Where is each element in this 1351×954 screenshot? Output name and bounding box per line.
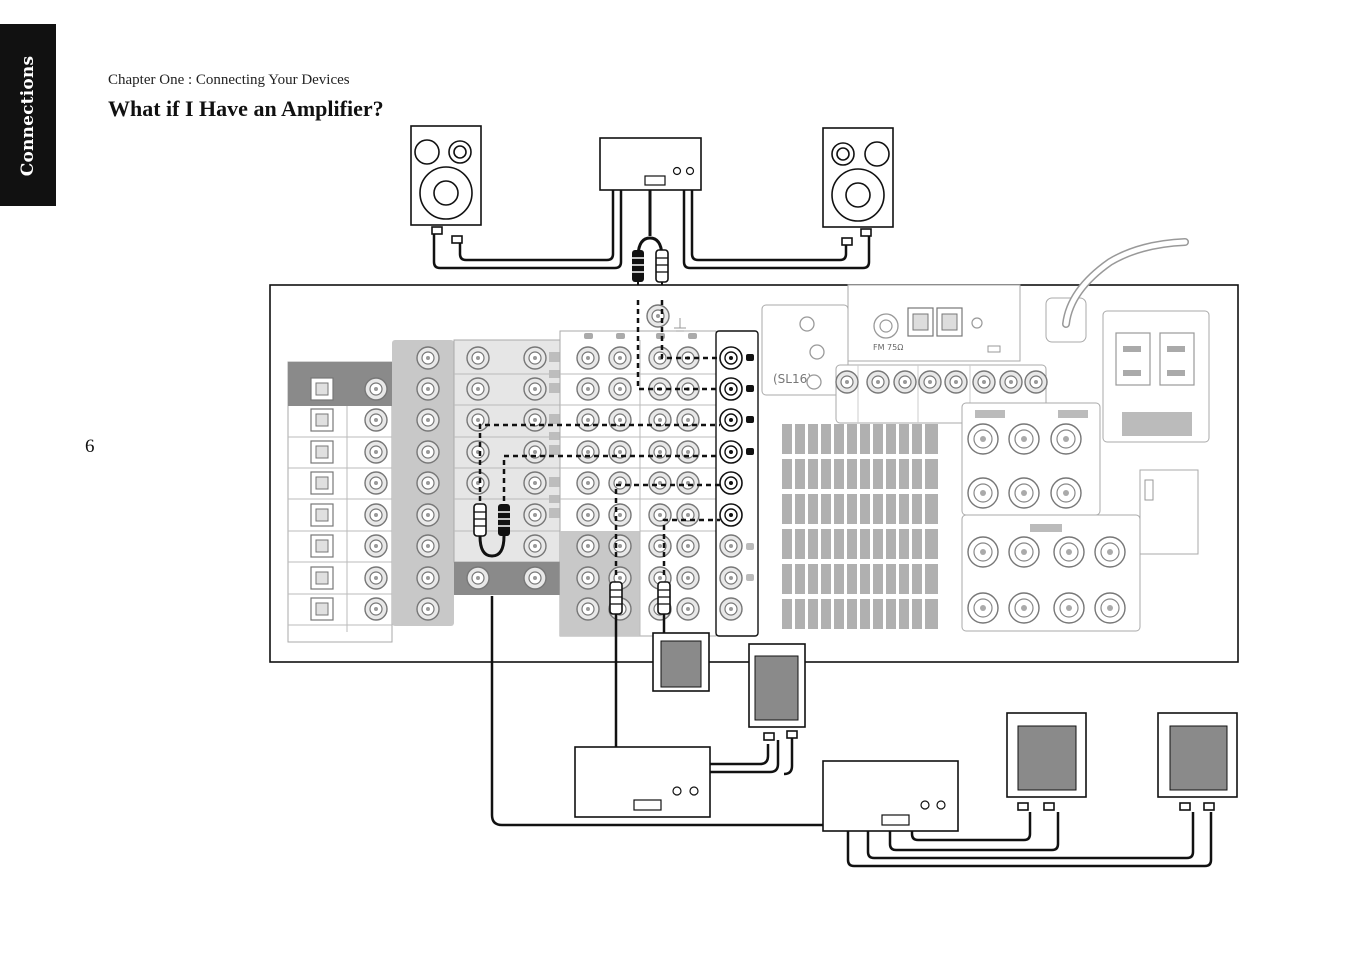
sl16-label: (SL16) xyxy=(773,372,812,386)
page-number: 6 xyxy=(85,436,95,457)
fm-antenna-label: FM 75Ω xyxy=(873,343,903,352)
front-speaker-wires xyxy=(432,190,871,270)
left-front-speaker xyxy=(410,125,482,226)
video-section xyxy=(453,339,569,595)
section-tab: Connections xyxy=(0,24,56,206)
signal-paths xyxy=(478,300,720,575)
center-amplifier xyxy=(574,746,711,818)
heat-sink-grille xyxy=(782,424,938,629)
top-amplifier xyxy=(599,137,702,191)
speaker-terminals-lower xyxy=(961,514,1141,632)
surround-right-speaker xyxy=(1157,712,1238,798)
speaker-terminals-upper xyxy=(961,402,1101,516)
ac-outlet-section xyxy=(1045,238,1210,555)
page-title: What if I Have an Amplifier? xyxy=(108,96,384,121)
center-speaker xyxy=(652,632,710,692)
surround-speaker-wires xyxy=(846,812,1213,868)
chapter-heading: Chapter One : Connecting Your Devices xyxy=(108,72,350,88)
surround-left-speaker xyxy=(1006,712,1087,798)
audio-jack-column xyxy=(392,340,454,626)
right-front-speaker xyxy=(822,127,894,228)
subwoofer xyxy=(748,643,806,728)
digital-input-section xyxy=(287,361,393,643)
top-rca-cable xyxy=(636,190,664,259)
antenna-section: (SL16) FM 75Ω xyxy=(646,284,1021,396)
surround-amplifier xyxy=(822,760,959,832)
pre-out-column xyxy=(715,330,759,637)
